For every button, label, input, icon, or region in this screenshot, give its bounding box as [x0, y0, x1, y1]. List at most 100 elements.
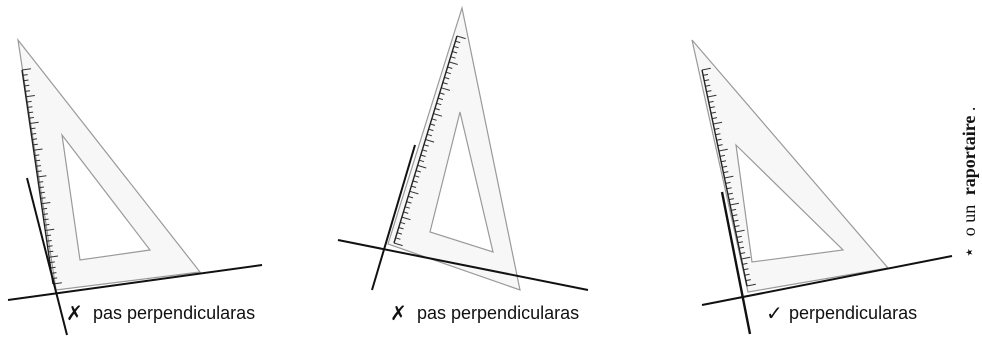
ruler-tick [744, 273, 750, 276]
ruler-tick [25, 95, 35, 98]
caption-2: pas perpendicularas [417, 303, 579, 323]
ruler-tick [49, 255, 59, 258]
set-square-cutout-1 [61, 132, 152, 261]
ruler-tick [35, 159, 41, 162]
ruler-tick [726, 187, 732, 190]
ruler-tick [710, 111, 717, 114]
ruler-tick [51, 272, 57, 274]
line-slanted-1 [26, 177, 68, 336]
side-note-suffix: . [959, 107, 979, 112]
ruler-tick [31, 133, 37, 135]
cross-mark-1: ✗ [66, 301, 83, 325]
ruler-tick [704, 79, 710, 82]
ruler-tick [34, 154, 40, 157]
caption-1: pas perpendicularas [93, 303, 255, 323]
ruler-tick [29, 121, 39, 124]
ruler-tick [725, 181, 731, 184]
ruler-edge [701, 69, 748, 287]
ruler-tick [738, 246, 745, 249]
ruler-tick [742, 262, 748, 265]
ruler-tick [33, 148, 43, 151]
ruler-tick [453, 45, 459, 49]
ruler-tick [455, 40, 461, 44]
ruler-tick [709, 106, 715, 109]
set-square-cutout-3 [735, 143, 845, 263]
ruler-tick [707, 94, 717, 98]
ruler-tick [27, 106, 33, 108]
panel-perpendicular: ✓ perpendicularas [691, 39, 953, 335]
ruler-tick [40, 197, 46, 199]
ruler-tick [731, 208, 737, 211]
panel-not-perpendicular-1: ✗ pas perpendicularas [7, 37, 263, 336]
ruler-edge [393, 35, 458, 244]
set-square-cutout-2 [429, 111, 494, 253]
ruler-tick [706, 90, 712, 93]
ruler-tick [441, 87, 451, 91]
ruler-tick [408, 195, 414, 199]
ruler-tick [718, 148, 728, 152]
ruler-tick [26, 100, 32, 103]
set-square-outer-3 [691, 39, 890, 293]
ruler-tick [24, 84, 30, 87]
ruler-tick [448, 61, 458, 65]
ruler-tick [403, 211, 409, 214]
ruler-tick [701, 67, 711, 71]
ruler-tick [719, 154, 726, 157]
ruler-tick [393, 242, 403, 247]
ruler-tick [728, 198, 735, 201]
ruler-tick [28, 116, 34, 119]
ruler-tick [49, 261, 55, 264]
line-horizontal-1 [7, 264, 263, 301]
set-square-1 [17, 37, 202, 291]
ruler-tick [708, 100, 714, 103]
ruler-tick [705, 84, 711, 87]
ruler-tick [428, 128, 434, 132]
ruler-tick [425, 139, 435, 143]
ruler-tick [727, 192, 733, 195]
check-mark: ✓ [766, 301, 783, 325]
ruler-tick [420, 154, 426, 157]
ruler-tick [450, 56, 456, 59]
ruler-tick [711, 117, 718, 120]
ruler-tick [36, 170, 42, 173]
ruler-tick [419, 159, 425, 163]
ruler-tick [715, 133, 721, 136]
side-note-prefix: o un [959, 205, 979, 237]
ruler-tick [439, 92, 445, 95]
ruler-tick [412, 180, 418, 183]
ruler-tick [32, 143, 38, 146]
ruler-tick [43, 218, 49, 221]
ruler-tick [38, 186, 45, 189]
set-square-2 [387, 5, 521, 291]
line-slanted-3 [720, 191, 752, 335]
cross-mark-2: ✗ [390, 301, 407, 325]
ruler-tick [433, 113, 443, 117]
side-note-star: ⋆ [959, 247, 979, 258]
ruler-tick [434, 107, 440, 111]
ruler-tick [37, 175, 47, 178]
ruler-tick [404, 206, 410, 209]
ruler-tick [39, 191, 45, 194]
ruler-tick [437, 97, 444, 101]
ruler-edge [21, 69, 54, 285]
ruler-tick [42, 213, 48, 215]
ruler-tick [406, 201, 412, 204]
ruler-tick [21, 68, 31, 71]
ruler-tick [48, 250, 54, 253]
ruler-tick [46, 240, 52, 242]
ruler-tick [447, 66, 453, 69]
ruler-tick [44, 223, 50, 226]
set-square-3 [691, 39, 890, 293]
side-note-bold: raportaire [959, 116, 979, 196]
ruler-tick [400, 221, 406, 225]
ruler-tick [733, 219, 739, 222]
ruler-tick [42, 207, 48, 210]
ruler-tick [22, 74, 28, 76]
ruler-tick [737, 241, 744, 244]
ruler-tick [445, 71, 451, 75]
ruler-tick [417, 164, 427, 169]
ruler-tick [456, 35, 466, 40]
ruler-tick [741, 256, 751, 260]
ruler-tick [746, 283, 756, 287]
